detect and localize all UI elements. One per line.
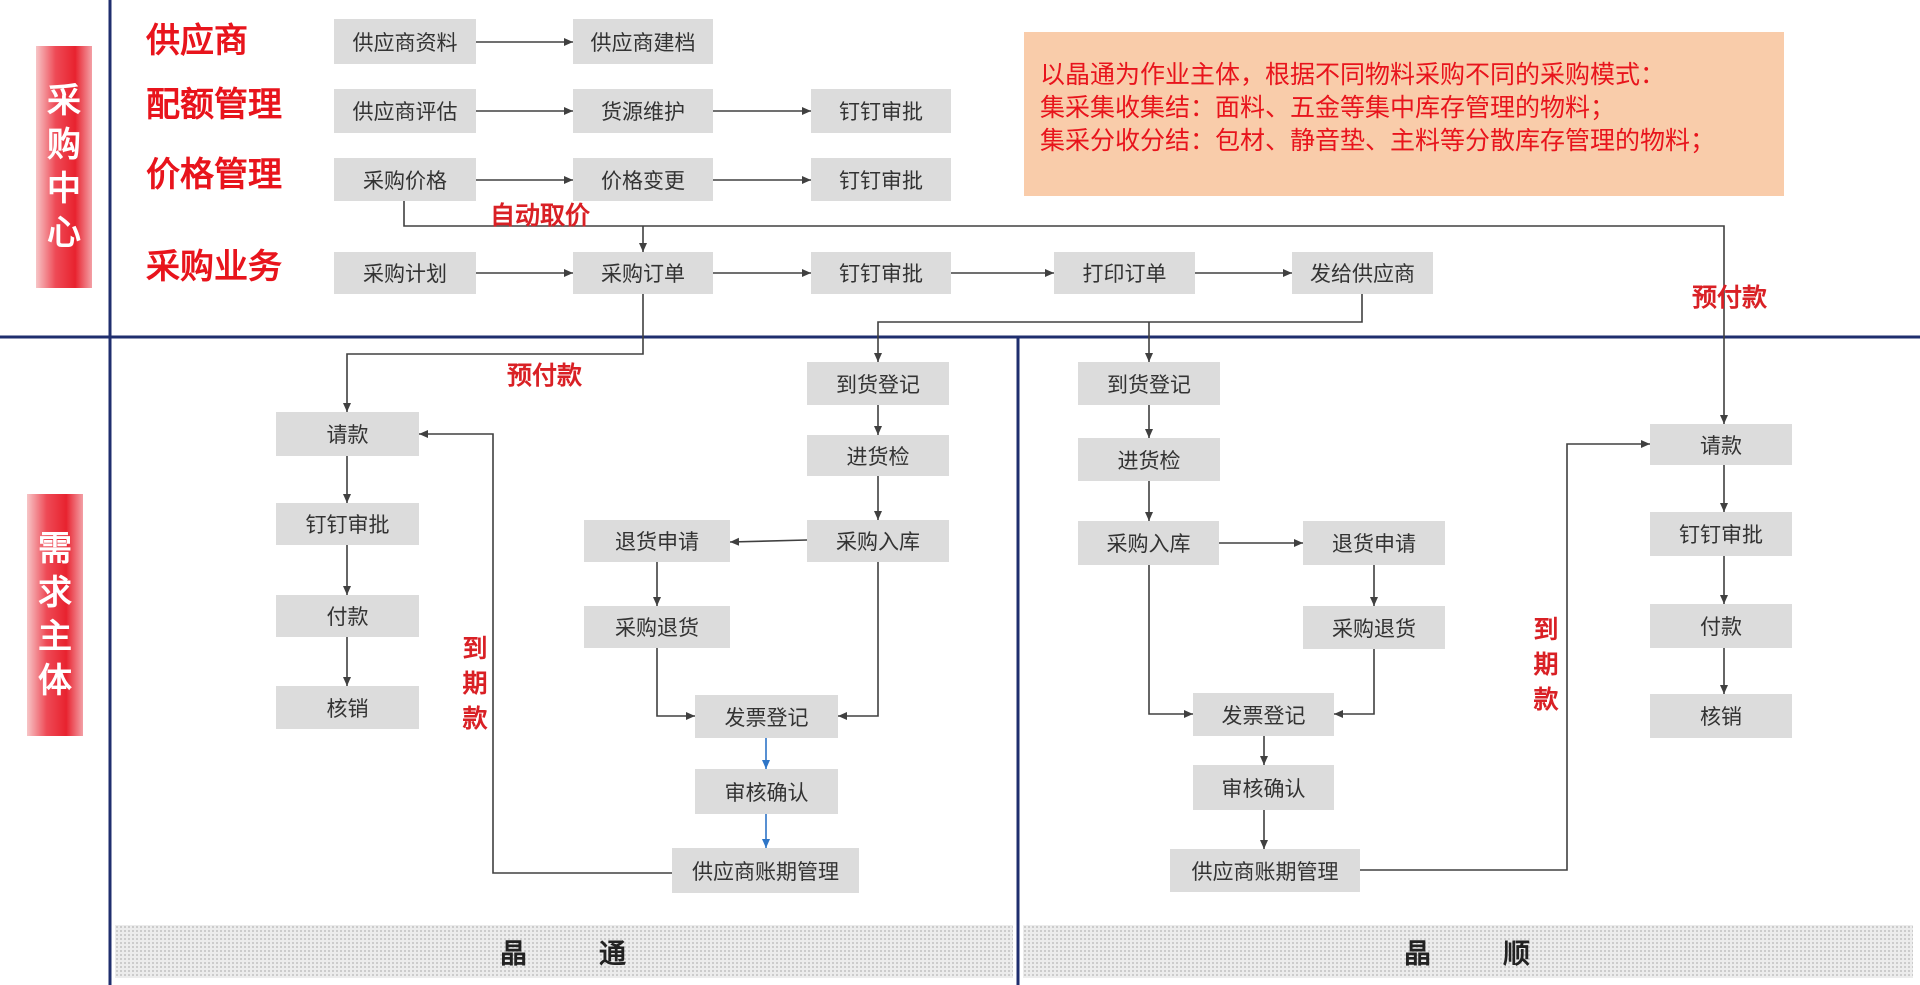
jingtong-band-char-2: 通 <box>599 939 628 970</box>
sidebar-label-procurement: 采购中心 <box>47 81 81 253</box>
purchase-price-box[interactable]: 采购价格 <box>334 158 476 201</box>
sidebar-label-demand: 需求主体 <box>38 529 72 701</box>
jingtong-arrival-registration-box[interactable]: 到货登记 <box>807 362 949 405</box>
procurement-mode-note: 以晶通为作业主体，根据不同物料采购不同的采购模式： 集采集收集结：面料、五金等集… <box>1024 32 1784 196</box>
jingshun-incoming-inspection-box[interactable]: 进货检 <box>1078 438 1220 481</box>
due-payment-label-left: 到 期 款 <box>462 634 488 733</box>
jingshun-band-char-1: 晶 <box>1404 939 1433 970</box>
purchase-plan-box[interactable]: 采购计划 <box>334 252 476 294</box>
jingtong-request-payment-box[interactable]: 请款 <box>276 412 419 456</box>
procurement-center-sidebar: 采购中心 <box>36 46 92 288</box>
print-order-box[interactable]: 打印订单 <box>1054 252 1195 294</box>
purchase-order-box[interactable]: 采购订单 <box>573 252 713 294</box>
supplier-eval-box[interactable]: 供应商评估 <box>334 89 476 133</box>
jingshun-band-char-2: 顺 <box>1503 939 1532 970</box>
source-maintenance-box[interactable]: 货源维护 <box>573 89 713 133</box>
jingshun-account-period-box[interactable]: 供应商账期管理 <box>1170 849 1360 892</box>
dingding-approval-order-box[interactable]: 钉钉审批 <box>811 252 951 294</box>
prepayment-label-left: 预付款 <box>507 361 583 390</box>
demand-subject-sidebar: 需求主体 <box>27 494 83 736</box>
jingshun-request-payment-box[interactable]: 请款 <box>1650 424 1792 465</box>
note-line-1: 以晶通为作业主体，根据不同物料采购不同的采购模式： <box>1040 60 1666 89</box>
jingshun-writeoff-box[interactable]: 核销 <box>1650 694 1792 738</box>
jingshun-warehousing-box[interactable]: 采购入库 <box>1078 521 1219 565</box>
prepayment-label-right: 预付款 <box>1692 283 1768 312</box>
dingding-approval-price-box[interactable]: 钉钉审批 <box>811 158 951 201</box>
jingshun-arrival-registration-box[interactable]: 到货登记 <box>1078 362 1220 405</box>
jingshun-band: 晶 顺 <box>1023 925 1913 978</box>
row-label-business: 采购业务 <box>146 247 282 287</box>
jingtong-account-period-box[interactable]: 供应商账期管理 <box>672 848 859 893</box>
jingshun-payment-box[interactable]: 付款 <box>1650 604 1792 648</box>
send-to-supplier-box[interactable]: 发给供应商 <box>1292 252 1433 294</box>
auto-price-label: 自动取价 <box>490 201 591 230</box>
jingtong-return-request-box[interactable]: 退货申请 <box>584 520 730 562</box>
jingtong-purchase-return-box[interactable]: 采购退货 <box>584 606 730 648</box>
row-label-price: 价格管理 <box>146 155 282 195</box>
jingtong-payment-box[interactable]: 付款 <box>276 595 419 637</box>
jingtong-dingding-approval-box[interactable]: 钉钉审批 <box>276 503 419 545</box>
row-label-supplier: 供应商 <box>146 21 248 61</box>
jingshun-dingding-approval-box[interactable]: 钉钉审批 <box>1650 512 1792 556</box>
due-payment-label-right: 到 期 款 <box>1533 615 1559 714</box>
jingtong-incoming-inspection-box[interactable]: 进货检 <box>807 435 949 476</box>
dingding-approval-quota-box[interactable]: 钉钉审批 <box>811 89 951 133</box>
supplier-info-box[interactable]: 供应商资料 <box>334 19 476 64</box>
jingtong-invoice-registration-box[interactable]: 发票登记 <box>695 695 838 738</box>
jingtong-band: 晶 通 <box>115 925 1013 978</box>
jingtong-warehousing-box[interactable]: 采购入库 <box>807 520 949 562</box>
row-label-quota: 配额管理 <box>146 85 282 125</box>
supplier-file-box[interactable]: 供应商建档 <box>573 19 713 64</box>
jingshun-audit-confirm-box[interactable]: 审核确认 <box>1193 765 1334 810</box>
jingtong-audit-confirm-box[interactable]: 审核确认 <box>695 769 838 814</box>
note-line-2: 集采集收集结：面料、五金等集中库存管理的物料； <box>1040 93 1616 122</box>
jingshun-purchase-return-box[interactable]: 采购退货 <box>1303 606 1445 649</box>
jingshun-return-request-box[interactable]: 退货申请 <box>1303 521 1445 565</box>
jingtong-writeoff-box[interactable]: 核销 <box>276 686 419 729</box>
price-change-box[interactable]: 价格变更 <box>573 158 713 201</box>
note-line-3: 集采分收分结：包材、静音垫、主料等分散库存管理的物料； <box>1040 126 1716 155</box>
jingshun-invoice-registration-box[interactable]: 发票登记 <box>1193 693 1334 736</box>
jingtong-band-char-1: 晶 <box>500 939 529 970</box>
